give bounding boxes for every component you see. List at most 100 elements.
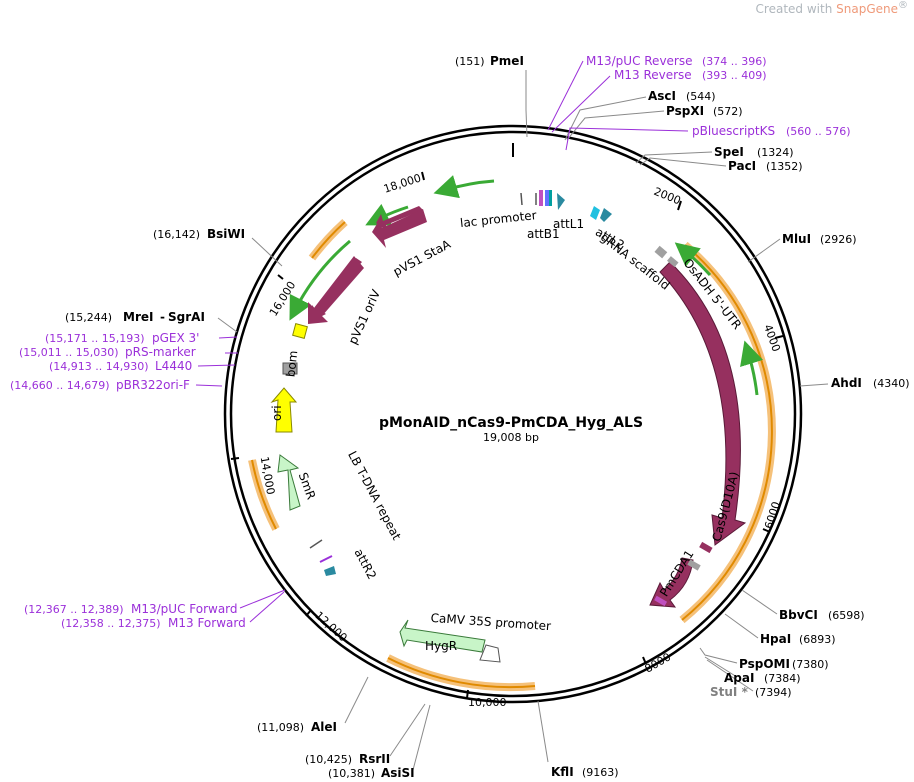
site-PspXI: PspXI <box>666 104 704 118</box>
primer-pBR322ori-F-pos: (14,660 .. 14,679) <box>10 379 110 392</box>
tick-6000 <box>762 528 771 533</box>
snapgene-watermark: Created with SnapGene® <box>756 0 908 16</box>
site-KflI: KflI <box>551 765 574 779</box>
tick-12000 <box>305 609 312 617</box>
primer-pRS-marker-pos: (15,011 .. 15,030) <box>19 346 119 359</box>
primer-M13-Reverse: M13 Reverse <box>614 68 692 82</box>
primer-leader-lines <box>195 60 689 623</box>
primer-M13pUC-Forward: M13/pUC Forward <box>131 602 238 616</box>
primer-M13-Forward: M13 Forward <box>168 616 246 630</box>
green-arrows <box>289 175 764 396</box>
pmcda1-arrow <box>649 557 694 608</box>
primer-M13-Forward-pos: (12,358 .. 12,375) <box>61 617 161 630</box>
label-HygR: HygR <box>425 639 457 653</box>
restriction-sites: (151) PmeI AscI (544) PspXI (572) SpeI (… <box>65 54 910 780</box>
primer-M13-Reverse-pos: (393 .. 409) <box>702 69 767 82</box>
site-BsiWI: BsiWI <box>207 227 245 241</box>
site-BbvCI: BbvCI <box>779 608 818 622</box>
site-AhdI: AhdI <box>831 376 862 390</box>
tick-label-4000: 4000 <box>761 323 783 354</box>
primer-M13pUC-Reverse-pos: (374 .. 396) <box>702 55 767 68</box>
site-MluI: MluI <box>782 232 811 246</box>
site-ApaI-pos: (7384) <box>764 672 801 685</box>
tick-label-10000: 10,000 <box>468 696 507 709</box>
small-features-lower <box>309 539 713 607</box>
primer-pGEX3: pGEX 3' <box>152 331 199 345</box>
tick-marks <box>230 143 784 699</box>
cas9-arrow <box>659 261 747 546</box>
tick-14000 <box>230 457 240 460</box>
tick-16000 <box>277 274 284 280</box>
orange-bands <box>248 219 776 692</box>
site-PacI-pos: (1352) <box>766 160 803 173</box>
primer-M13pUC-Reverse: M13/pUC Reverse <box>586 54 693 68</box>
bom-box <box>282 362 298 375</box>
tick-label-6000: 6000 <box>762 500 783 531</box>
label-pVS1-StaA: pVS1 StaA <box>391 237 454 279</box>
label-LB: LB T-DNA repeat <box>345 449 404 543</box>
label-attR2: attR2 <box>351 546 379 581</box>
site-RsrII-pos: (10,425) <box>305 753 352 766</box>
primer-pBluescriptKS-pos: (560 .. 576) <box>786 125 851 138</box>
site-SpeI-pos: (1324) <box>757 146 794 159</box>
site-HpaI-pos: (6893) <box>799 633 836 646</box>
site-AleI-pos: (11,098) <box>257 721 304 734</box>
primer-labels: M13/pUC Reverse (374 .. 396) M13 Reverse… <box>10 54 851 630</box>
site-BbvCI-pos: (6598) <box>828 609 865 622</box>
backbone-inner-ring <box>229 130 797 698</box>
pvs1-oriv-box <box>292 323 308 339</box>
tick-2000 <box>677 200 682 211</box>
label-ori: ori <box>270 405 284 421</box>
pvs1-staa-arrow <box>376 206 423 232</box>
site-PspXI-pos: (572) <box>713 105 743 118</box>
site-MreI-pos: (15,244) <box>65 311 112 324</box>
plasmid-title: pMonAID_nCas9-PmCDA_Hyg_ALS <box>379 415 643 431</box>
label-bom: bom <box>284 350 301 378</box>
tick-label-16000: 16,000 <box>267 279 298 319</box>
site-BsiWI-pos: (16,142) <box>153 228 200 241</box>
site-PspOMI-pos: (7380) <box>792 658 829 671</box>
smr-arrow <box>277 454 301 511</box>
site-StuI: StuI * <box>710 685 749 699</box>
site-SgrAI: SgrAI <box>168 310 205 324</box>
site-SgrAI-dash: - <box>160 310 165 324</box>
primer-pRS-marker: pRS-marker <box>125 345 196 359</box>
site-AscI-pos: (544) <box>686 90 716 103</box>
primer-L4440-pos: (14,913 .. 14,930) <box>49 360 149 373</box>
site-RsrII: RsrII <box>359 752 390 766</box>
primer-pBR322ori-F: pBR322ori-F <box>116 378 190 392</box>
site-leader-lines <box>217 70 829 771</box>
label-attL1: attL1 <box>553 217 584 231</box>
site-HpaI: HpaI <box>760 632 791 646</box>
site-AsiSI-pos: (10,381) <box>328 767 375 780</box>
site-AsiSI: AsiSI <box>381 766 415 780</box>
site-ApaI: ApaI <box>724 671 754 685</box>
site-KflI-pos: (9163) <box>582 766 619 779</box>
site-MreI: MreI <box>123 310 153 324</box>
site-MluI-pos: (2926) <box>820 233 857 246</box>
hygr-arrow <box>399 619 486 653</box>
site-PacI: PacI <box>728 159 756 173</box>
label-SmR: SmR <box>296 471 319 502</box>
site-AhdI-pos: (4340) <box>873 377 910 390</box>
label-CaMV: CaMV 35S promoter <box>430 611 551 633</box>
ori-arrow <box>270 387 298 433</box>
label-attB1: attB1 <box>527 227 560 241</box>
site-SpeI: SpeI <box>714 145 744 159</box>
plasmid-size: 19,008 bp <box>483 431 539 444</box>
tick-18000 <box>421 171 425 181</box>
primer-pGEX3-pos: (15,171 .. 15,193) <box>45 332 145 345</box>
site-PspOMI: PspOMI <box>739 657 790 671</box>
watermark-prefix: Created with <box>755 2 837 16</box>
tick-10000 <box>466 689 469 699</box>
small-features-top <box>520 190 679 268</box>
label-lac-promoter: lac promoter <box>459 208 537 230</box>
tick-label-18000: 18,000 <box>382 171 423 195</box>
primer-L4440: L4440 <box>155 359 192 373</box>
site-PmeI: PmeI <box>490 54 524 68</box>
site-AscI: AscI <box>648 89 676 103</box>
pvs1-r-arrow <box>308 256 364 324</box>
primer-pBluescriptKS: pBluescriptKS <box>692 124 775 138</box>
tick-8000 <box>642 656 647 665</box>
tick-label-2000: 2000 <box>652 185 683 208</box>
